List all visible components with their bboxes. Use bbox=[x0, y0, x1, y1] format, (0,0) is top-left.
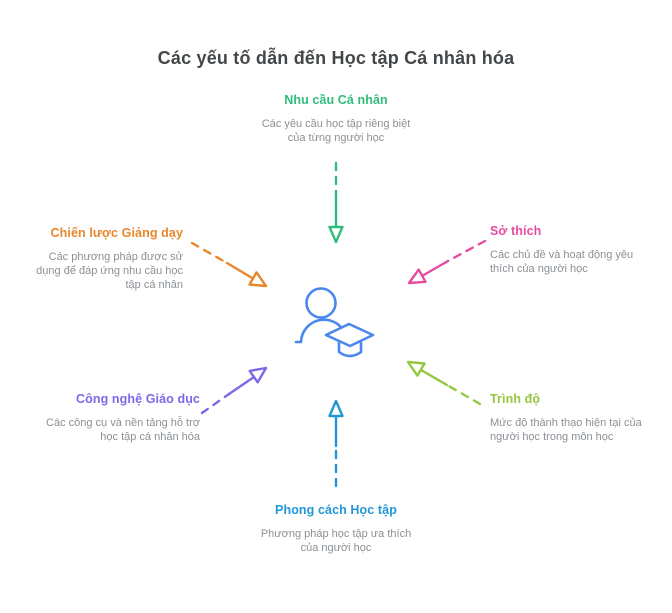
node-description: Các chủ đề và hoạt động yêu thích của ng… bbox=[490, 249, 634, 275]
node-learning-style: Phong cách Học tập Phương pháp học tập ư… bbox=[231, 503, 441, 555]
diagram-title: Các yếu tố dẫn đến Học tập Cá nhân hóa bbox=[157, 48, 515, 68]
node-label: Sở thích bbox=[490, 224, 542, 238]
node-label: Công nghệ Giáo dục bbox=[75, 392, 200, 406]
node-description: Các yêu cầu học tập riêng biệt của từng … bbox=[261, 118, 411, 144]
node-personal-needs: Nhu cầu Cá nhân Các yêu cầu học tập riên… bbox=[231, 93, 441, 145]
node-label: Nhu cầu Cá nhân bbox=[284, 93, 388, 107]
arrow-learning-style bbox=[328, 399, 344, 488]
student-head bbox=[305, 287, 337, 319]
mortarboard-top bbox=[324, 322, 375, 348]
node-interests: Sở thích Các chủ đề và hoạt động yêu thí… bbox=[490, 224, 672, 276]
node-description: Các phương pháp được sử dụng để đáp ứng … bbox=[36, 251, 183, 291]
node-teaching-strategies: Chiến lược Giảng dạy Các phương pháp đượ… bbox=[8, 226, 183, 292]
arrow-personal-needs bbox=[328, 161, 344, 244]
node-label: Trình độ bbox=[490, 392, 541, 406]
node-proficiency-level: Trình độ Mức độ thành thạo hiện tại của … bbox=[490, 392, 672, 444]
node-label: Chiến lược Giảng dạy bbox=[50, 226, 183, 240]
node-educational-technology: Công nghệ Giáo dục Các công cụ và nền tả… bbox=[10, 392, 200, 444]
node-description: Các công cụ và nền tảng hỗ trợ học tập c… bbox=[46, 417, 200, 443]
arrow-educational-technology bbox=[200, 366, 268, 415]
arrow-interests bbox=[407, 239, 487, 285]
arrow-proficiency-level bbox=[406, 360, 482, 406]
student-with-graduation-cap-icon bbox=[294, 287, 375, 358]
arrow-teaching-strategies bbox=[190, 241, 268, 288]
mortarboard-base bbox=[337, 340, 363, 358]
node-label: Phong cách Học tập bbox=[275, 503, 397, 517]
node-description: Phương pháp học tập ưa thích của người h… bbox=[260, 528, 412, 554]
node-description: Mức độ thành thạo hiện tại của người học… bbox=[490, 417, 642, 443]
